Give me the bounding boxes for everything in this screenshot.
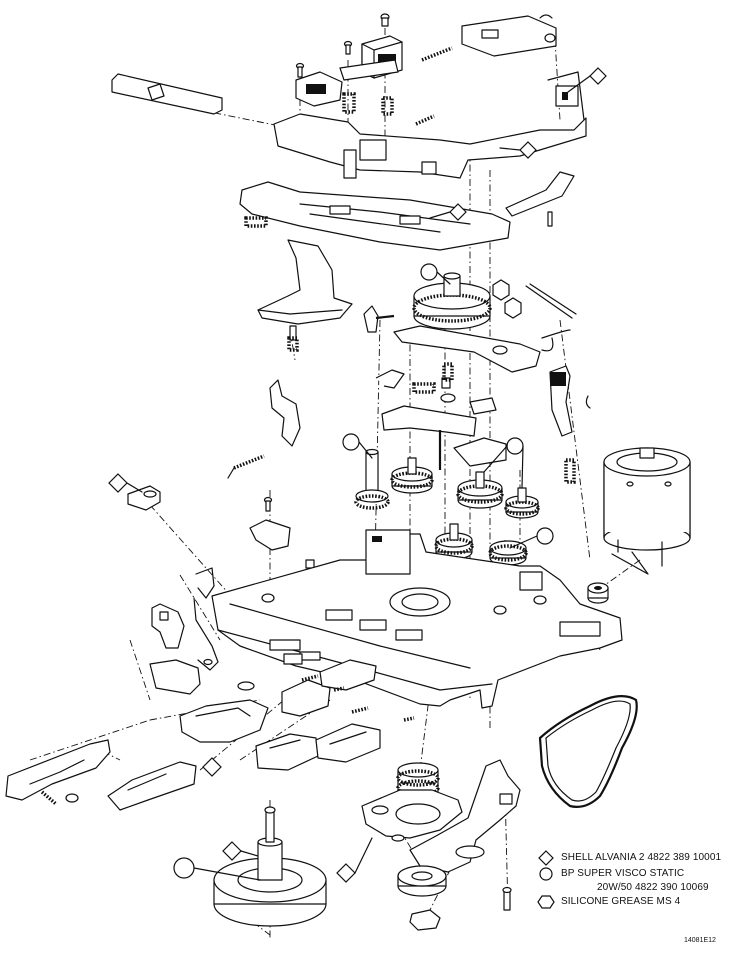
gears-cluster bbox=[354, 448, 540, 566]
thin-arm bbox=[525, 283, 577, 352]
right-bracket bbox=[409, 759, 521, 873]
circle-symbol bbox=[536, 527, 554, 545]
screw bbox=[295, 62, 305, 78]
reference-code: 14081E12 bbox=[684, 937, 716, 944]
circle-symbol bbox=[420, 263, 438, 281]
left-slider bbox=[111, 73, 223, 115]
top-right-bracket bbox=[461, 14, 557, 57]
lubricant-legend: SHELL ALVANIA 2 4822 389 10001 BP SUPER … bbox=[537, 850, 727, 910]
left-head bbox=[295, 71, 343, 107]
head-springs bbox=[342, 46, 453, 126]
lube-symbols bbox=[108, 67, 607, 883]
diamond-symbol bbox=[108, 473, 128, 493]
leader-lines bbox=[126, 75, 591, 881]
bottom-clip bbox=[409, 909, 441, 931]
diamond-symbol bbox=[589, 67, 607, 85]
legend-text: BP SUPER VISCO STATIC bbox=[561, 868, 685, 879]
head-assembly bbox=[111, 13, 557, 126]
gear-e bbox=[488, 540, 528, 566]
gear-d bbox=[434, 523, 474, 560]
lower-right-assembly bbox=[361, 759, 521, 931]
mid-bracket bbox=[257, 239, 353, 352]
right-lever bbox=[505, 171, 575, 227]
hexagon-icon bbox=[537, 895, 555, 909]
small-cap bbox=[371, 805, 405, 842]
slider-plate bbox=[239, 171, 575, 251]
capstan-shaft bbox=[354, 448, 390, 510]
slider-5 bbox=[283, 653, 377, 691]
left-lever bbox=[227, 379, 301, 479]
diamond-symbol bbox=[336, 863, 356, 883]
circle-symbol bbox=[342, 433, 360, 451]
bracket-left-lower bbox=[149, 658, 213, 695]
head-plate bbox=[273, 71, 587, 179]
slider-4 bbox=[281, 679, 331, 717]
gear-b bbox=[456, 471, 504, 509]
slider-1 bbox=[179, 681, 269, 743]
main-chassis bbox=[193, 529, 623, 709]
diamond-symbol bbox=[449, 203, 467, 221]
legend-text: SHELL ALVANIA 2 4822 389 10001 bbox=[561, 852, 722, 863]
legend-item-hexagon: SILICONE GREASE MS 4 bbox=[537, 894, 727, 910]
small-screw bbox=[343, 40, 353, 55]
legend-text: SILICONE GREASE MS 4 bbox=[561, 896, 681, 907]
slider-left-short bbox=[107, 761, 197, 811]
motor bbox=[603, 447, 691, 575]
diamond-symbol bbox=[222, 841, 242, 861]
circle-icon bbox=[539, 867, 553, 881]
gear-a bbox=[390, 457, 434, 494]
hexagon-symbol bbox=[504, 297, 522, 319]
diamond-icon bbox=[538, 850, 554, 866]
small-linkage bbox=[363, 305, 395, 333]
circle-symbol bbox=[506, 437, 524, 455]
small-left-bracket bbox=[127, 485, 161, 511]
pulley bbox=[587, 582, 609, 604]
gear-c bbox=[504, 487, 540, 519]
diamond-symbol bbox=[519, 141, 537, 159]
circle-symbol bbox=[173, 857, 195, 879]
drive-belt bbox=[538, 695, 638, 808]
bracket-left-upper bbox=[151, 603, 185, 649]
legend-item-diamond: SHELL ALVANIA 2 4822 389 10001 bbox=[537, 850, 727, 866]
lower-left-parts bbox=[5, 603, 415, 811]
big-gear bbox=[412, 272, 492, 330]
mid-small-parts bbox=[375, 362, 507, 470]
slider-3 bbox=[315, 723, 381, 763]
small-plate bbox=[249, 496, 315, 569]
legend-subtext: 20W/50 4822 390 10069 bbox=[597, 882, 709, 893]
slider-2 bbox=[255, 733, 319, 771]
idler-wheel bbox=[397, 865, 447, 897]
springs-lower bbox=[40, 674, 415, 806]
rocker bbox=[549, 365, 591, 437]
legend-item-circle: BP SUPER VISCO STATIC 20W/50 4822 390 10… bbox=[537, 866, 727, 894]
top-screw bbox=[380, 13, 390, 27]
hexagon-symbol bbox=[492, 279, 510, 301]
bottom-screw bbox=[502, 886, 512, 911]
clutch-plate bbox=[361, 789, 463, 839]
flywheel bbox=[213, 806, 327, 927]
slider-left-long bbox=[5, 739, 111, 803]
diamond-symbol bbox=[202, 757, 222, 777]
lever-arm bbox=[393, 325, 541, 373]
